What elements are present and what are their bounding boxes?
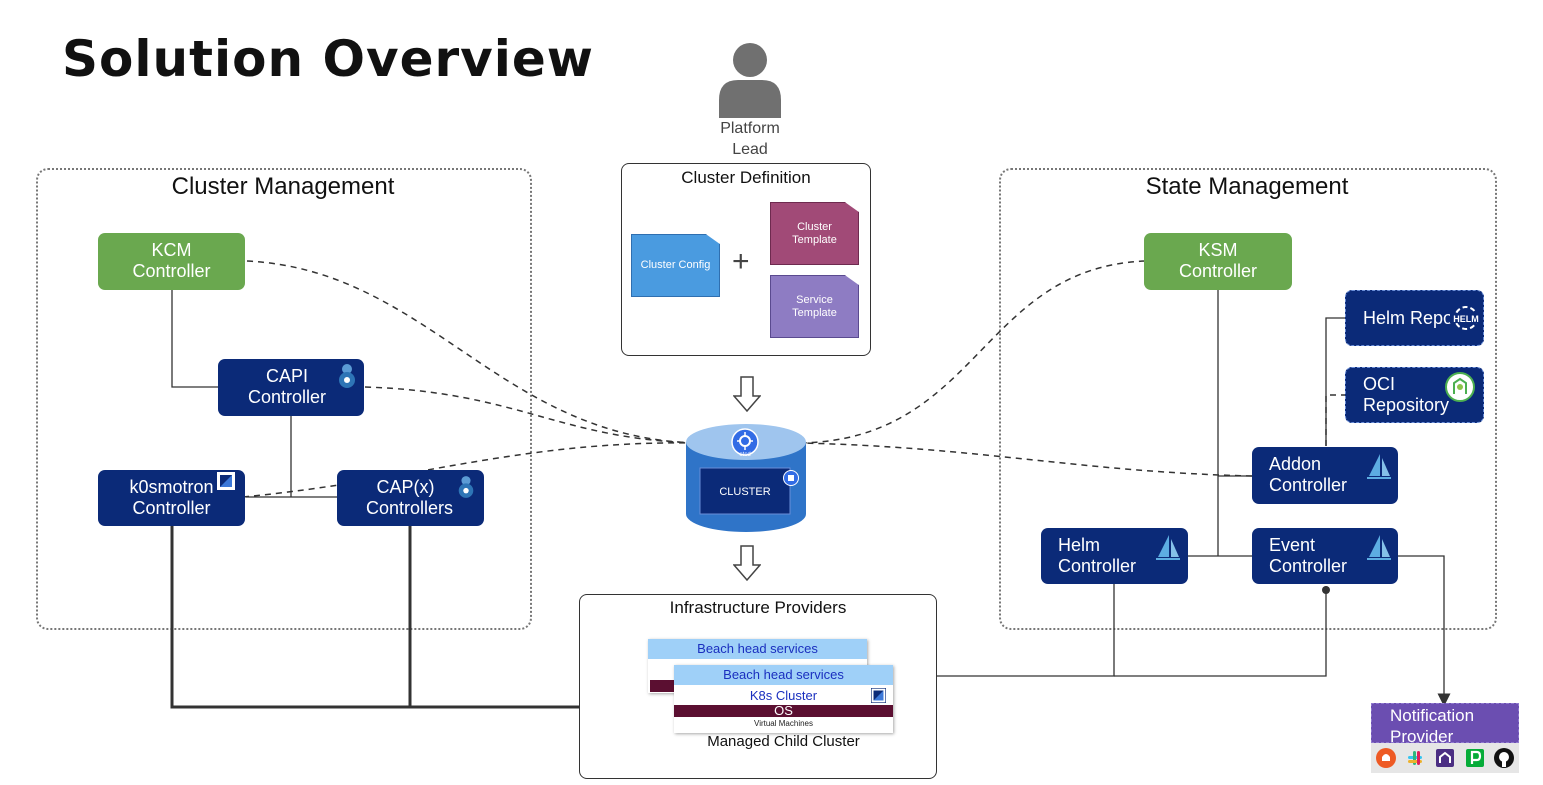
beach-head-services-strip: Beach head services: [674, 665, 893, 685]
event-line1: Event: [1269, 535, 1316, 555]
capi-controller[interactable]: CAPI Controller: [218, 359, 364, 416]
etcd-label: etcd: [739, 452, 751, 458]
platform-lead-label: Platform Lead: [700, 118, 800, 160]
page-title: Solution Overview: [62, 30, 594, 88]
pagerduty-icon: [1465, 749, 1484, 767]
addon-line1: Addon: [1269, 454, 1322, 474]
puzzle-icon: [783, 470, 799, 486]
helm-logo-icon: [1450, 306, 1482, 330]
down-arrow-icon: [733, 545, 761, 581]
event-line2: Controller: [1269, 556, 1348, 576]
oci-line1: OCI: [1363, 374, 1396, 394]
cluster-definition-title: Cluster Definition: [681, 168, 811, 187]
oci-logo-icon: [1445, 372, 1475, 402]
etcd-kubernetes-icon: [731, 428, 759, 456]
state-management-region: [999, 168, 1497, 630]
event-to-notification-line: [1398, 555, 1451, 707]
platform-lead-line1: Platform: [720, 120, 780, 137]
addon-to-cluster-link: [799, 442, 1253, 477]
ksm-line1: KSM: [1198, 240, 1238, 260]
ksm-to-controllers-line: [1188, 290, 1252, 557]
platform-lead-line2: Lead: [732, 141, 768, 158]
notification-provider[interactable]: Notification Provider: [1371, 703, 1519, 746]
helm-logo-text: HELM: [1453, 314, 1479, 324]
cluster-api-turtle-icon: [339, 364, 355, 388]
managed-child-cluster-caption: Managed Child Cluster: [707, 733, 860, 750]
person-icon: [719, 43, 781, 118]
state-management-label: State Management: [1145, 173, 1349, 200]
cluster-template-doc[interactable]: Cluster Template: [770, 202, 859, 265]
capi-line2: Controller: [247, 387, 327, 407]
kcm-controller[interactable]: KCM Controller: [98, 233, 245, 290]
cluster-config-label: Cluster Config: [640, 259, 711, 271]
sail-logo-icon: [1156, 535, 1180, 560]
slack-icon: [1408, 751, 1423, 765]
notification-line2: Provider: [1390, 727, 1454, 746]
down-arrow-icon: [733, 376, 761, 412]
child-cluster-card-front[interactable]: Beach head services K8s Cluster OS Virtu…: [674, 665, 893, 733]
k0smotron-line1: k0smotron: [129, 477, 214, 497]
service-template-label: Service Template: [792, 293, 837, 319]
cluster-management-label: Cluster Management: [171, 173, 395, 200]
capi-to-cluster-link: [364, 386, 701, 444]
infrastructure-providers-title: Infrastructure Providers: [669, 598, 847, 617]
cluster-management-region: [36, 168, 532, 630]
os-strip: OS: [674, 704, 893, 717]
controllers-to-cluster-link: [242, 442, 701, 498]
helm-controller-line2: Controller: [1058, 556, 1137, 576]
notification-integrations: [1371, 743, 1519, 773]
cluster-api-turtle-icon: [458, 476, 474, 498]
helm-controller-line1: Helm: [1058, 535, 1101, 555]
helm-repo-label: Helm Repo: [1363, 308, 1454, 328]
ksm-to-cluster-link: [799, 260, 1146, 444]
notification-line1: Notification: [1390, 706, 1475, 725]
k0smotron-to-child-line: [170, 526, 646, 709]
teams-icon: [1435, 749, 1454, 767]
k0smotron-logo-icon: [871, 688, 886, 703]
sail-logo-icon: [1367, 454, 1391, 479]
cluster-template-label: Cluster Template: [792, 220, 837, 246]
capi-line1: CAPI: [265, 366, 308, 386]
kcm-line1: KCM: [151, 240, 192, 260]
kcm-to-cluster-link: [246, 260, 701, 444]
kcm-to-capi-line: [171, 290, 218, 388]
service-template-doc[interactable]: Service Template: [770, 275, 859, 338]
event-to-child-line: [1114, 586, 1327, 677]
cluster-label: CLUSTER: [719, 486, 771, 498]
k0smotron-line2: Controller: [132, 498, 211, 518]
virtual-machines-strip: Virtual Machines: [754, 719, 813, 728]
sail-logo-icon: [1367, 535, 1391, 560]
ksm-line2: Controller: [1178, 261, 1258, 281]
addon-line2: Controller: [1269, 475, 1348, 495]
capi-to-providers-line: [246, 416, 337, 498]
k0smotron-logo-icon: [217, 472, 235, 490]
capx-controllers[interactable]: CAP(x) Controllers: [337, 470, 484, 526]
repos-tree-line: [1325, 317, 1346, 446]
plus-icon: +: [732, 245, 750, 278]
central-cluster-cylinder[interactable]: [684, 422, 808, 534]
maroon-strip: [650, 680, 676, 692]
cluster-config-doc[interactable]: Cluster Config: [631, 234, 720, 297]
capx-line2: Controllers: [365, 498, 454, 518]
capx-line1: CAP(x): [376, 477, 435, 497]
ksm-controller[interactable]: KSM Controller: [1144, 233, 1292, 290]
beach-head-services-strip: Beach head services: [648, 639, 867, 659]
repos-to-addon-link: [1325, 394, 1346, 446]
oci-line2: Repository: [1363, 395, 1450, 415]
kcm-line2: Controller: [132, 261, 211, 281]
github-icon: [1494, 748, 1515, 768]
alert-icon: [1375, 748, 1396, 768]
k8s-cluster-strip: K8s Cluster: [749, 688, 818, 703]
